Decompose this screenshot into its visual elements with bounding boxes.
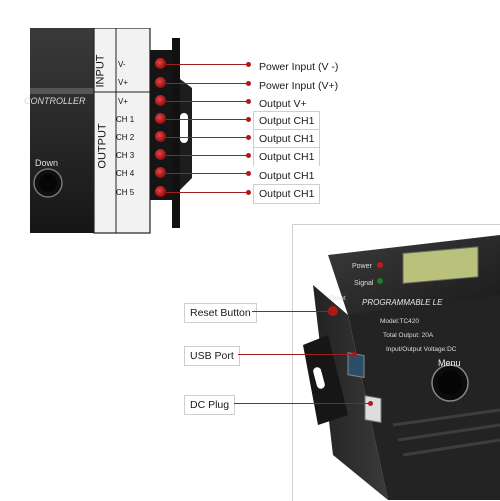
terminal-label: CH 1 (116, 115, 135, 124)
leader-line (166, 83, 248, 84)
leader-dot (246, 62, 251, 67)
callout-output-ch5: Output CH1 (253, 184, 321, 204)
terminal-screw (155, 77, 166, 88)
top-product-photo (30, 27, 220, 238)
power-led-label: Power (352, 263, 372, 270)
output-group-label: OUTPUT (96, 123, 109, 169)
terminal-screw (155, 95, 166, 106)
terminal-screw (155, 58, 166, 69)
callout-output-ch1: Output CH1 (253, 111, 321, 131)
callout-output-vplus: Output V+ (253, 94, 313, 114)
terminal-screw (155, 149, 166, 160)
leader-line (234, 403, 370, 404)
leader-dot (246, 81, 251, 86)
callout-power-input-positive: Power Input (V+) (253, 76, 345, 96)
leader-line (166, 137, 248, 138)
leader-line (238, 354, 354, 355)
down-button-label: Down (35, 158, 59, 168)
bottom-product-photo (293, 225, 500, 500)
controller-front-view (303, 235, 500, 500)
terminal-label: CH 4 (116, 169, 135, 178)
controller-side-view (30, 27, 192, 234)
leader-dot (246, 190, 251, 195)
menu-label: Menu (438, 358, 461, 368)
leader-line (252, 311, 332, 312)
leader-dot (246, 117, 251, 122)
device-title: PROGRAMMABLE LE (362, 298, 443, 307)
callout-reset-button: Reset Button (184, 303, 257, 323)
menu-button[interactable] (432, 365, 468, 401)
signal-led-label: Signal (354, 280, 374, 287)
leader-dot (246, 135, 251, 140)
leader-dot (352, 352, 357, 357)
callout-dc-plug: DC Plug (184, 395, 236, 415)
terminal-label: CH 5 (116, 188, 135, 197)
terminal-label: V- (118, 60, 126, 69)
total-output-text: Total Output: 20A (383, 332, 434, 339)
leader-dot (246, 99, 251, 104)
callout-power-input-negative: Power Input (V -) (253, 57, 345, 77)
callout-output-ch4: Output CH1 (253, 166, 321, 186)
terminal-label: V+ (118, 97, 129, 106)
leader-line (166, 64, 248, 65)
down-button[interactable] (34, 169, 62, 197)
leader-dot (330, 309, 335, 314)
io-voltage-text: Input/Output Voltage:DC (386, 346, 457, 353)
leader-line (166, 155, 248, 156)
callout-output-ch3: Output CH1 (253, 147, 321, 167)
leader-line (166, 192, 248, 193)
reset-small-label: Reset (330, 296, 346, 302)
terminal-screw (155, 186, 166, 197)
leader-line (166, 119, 248, 120)
terminal-label: CH 2 (116, 133, 135, 142)
leader-dot (246, 171, 251, 176)
callout-output-ch2: Output CH1 (253, 129, 321, 149)
leader-dot (368, 401, 373, 406)
leader-line (166, 101, 248, 102)
callout-usb-port: USB Port (184, 346, 240, 366)
terminal-screw (155, 167, 166, 178)
terminal-screw (155, 113, 166, 124)
model-text: Model:TC420 (380, 318, 420, 325)
terminal-label: V+ (118, 78, 129, 87)
device-name-text: CONTROLLER (24, 96, 86, 106)
input-group-label: INPUT (94, 54, 107, 88)
terminal-label: CH 3 (116, 151, 135, 160)
leader-line (166, 173, 248, 174)
terminal-screw (155, 131, 166, 142)
bottom-photo-frame (292, 224, 500, 501)
leader-dot (246, 153, 251, 158)
